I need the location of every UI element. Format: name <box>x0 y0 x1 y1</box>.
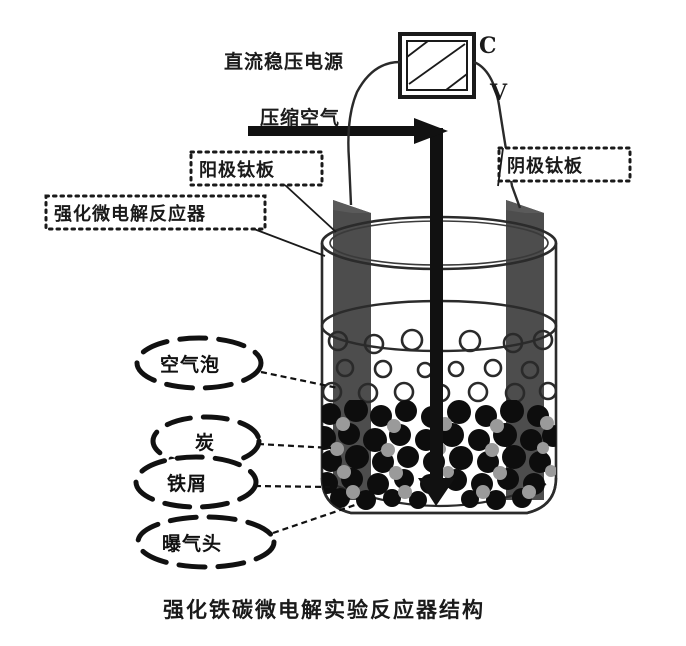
carbon-label: 炭 <box>195 432 215 454</box>
cathode-plate-label: 阴极钛板 <box>507 155 583 177</box>
power-supply-box <box>398 32 476 99</box>
iron-filings-callout: 铁屑 <box>133 454 331 510</box>
figure-caption: 强化铁碳微电解实验反应器结构 <box>163 598 485 622</box>
anode-plate-label: 阳极钛板 <box>199 159 275 181</box>
aerator-head-label: 曝气头 <box>162 532 222 555</box>
iron-filings-label: 铁屑 <box>167 472 207 495</box>
carbon-callout: 炭 <box>150 414 332 468</box>
power-supply-label: 直流稳压电源 <box>224 50 344 73</box>
terminal-v-label: V <box>489 80 508 106</box>
anode-wire <box>347 60 401 206</box>
air-bubble-label: 空气泡 <box>160 353 220 376</box>
air-bubble-field <box>322 328 556 404</box>
aerator-head-shape <box>418 478 455 506</box>
cathode-plate-callout: 阴极钛板 <box>497 146 632 187</box>
anode-plate-callout: 阳极钛板 <box>189 150 337 233</box>
reactor-callout: 强化微电解反应器 <box>44 194 326 257</box>
iron-filing-particles <box>330 416 556 499</box>
reactor-label: 强化微电解反应器 <box>54 203 206 225</box>
air-tube <box>418 128 455 506</box>
terminal-c-label: C <box>479 33 497 59</box>
air-bubble-callout: 空气泡 <box>134 335 339 391</box>
packed-bed <box>322 400 556 510</box>
compressed-air-arrow <box>248 118 448 144</box>
compressed-air-label: 压缩空气 <box>260 106 340 129</box>
aerator-head-callout: 曝气头 <box>135 503 356 570</box>
